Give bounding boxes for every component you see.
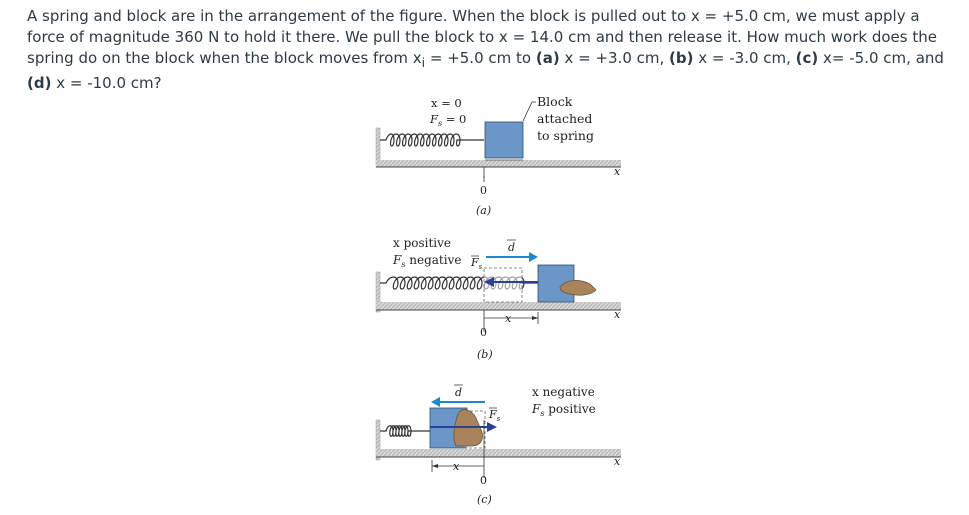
x-dim-label-b: x xyxy=(505,312,512,325)
zero-label-a: 0 xyxy=(480,184,487,197)
panel-b: x positive Fs negative Fs d x x 0 (b) xyxy=(375,236,621,361)
note-x-positive: x positive xyxy=(393,236,451,250)
floor-b xyxy=(376,302,621,310)
note-fs-positive: Fs positive xyxy=(531,402,596,418)
note-x-negative: x negative xyxy=(532,385,595,399)
floor-a xyxy=(376,160,621,167)
part-a-text: x = +3.0 cm, xyxy=(559,49,670,67)
note-fs-negative: Fs negative xyxy=(392,253,461,269)
callout-to-spring: to spring xyxy=(537,128,594,143)
caption-c: (c) xyxy=(477,493,492,506)
zero-label-b: 0 xyxy=(480,326,487,339)
force-label-c: Fs xyxy=(488,408,501,423)
spring-c xyxy=(380,425,430,437)
force-label-b: Fs xyxy=(470,256,483,271)
x-equals-zero-label: x = 0 xyxy=(431,96,462,110)
caption-b: (b) xyxy=(477,348,493,361)
spring-a xyxy=(380,133,484,147)
axis-label-c: x xyxy=(614,455,621,468)
part-a-label: (a) xyxy=(535,49,560,67)
zero-label-c: 0 xyxy=(480,474,487,487)
subscript-i: i xyxy=(421,55,426,70)
floor-c xyxy=(376,449,621,457)
problem-text-2: = +5.0 cm to xyxy=(425,49,536,67)
block-a xyxy=(484,121,524,159)
problem-statement: A spring and block are in the arrangemen… xyxy=(27,6,947,94)
hand-b xyxy=(559,280,597,296)
part-c-label: (c) xyxy=(795,49,819,67)
panel-a: x = 0 Fs = 0 Block attached to spring x … xyxy=(375,94,621,217)
ghost-block-b xyxy=(483,267,523,303)
callout-attached: attached xyxy=(537,111,592,126)
panel-c: x negative Fs positive Fs d x x 0 (c) xyxy=(375,384,621,506)
axis-label-b: x xyxy=(614,308,621,321)
callout-block: Block xyxy=(537,94,573,109)
part-c-text: x= -5.0 cm, and xyxy=(818,49,944,67)
disp-label-b: d xyxy=(508,241,515,254)
block-b xyxy=(537,264,575,303)
axis-label-a: x xyxy=(614,165,621,178)
part-b-label: (b) xyxy=(669,49,694,67)
caption-a: (a) xyxy=(476,204,491,217)
part-b-text: x = -3.0 cm, xyxy=(693,49,796,67)
part-d-text: x = -10.0 cm? xyxy=(51,74,162,92)
part-d-label: (d) xyxy=(27,74,52,92)
x-dim-label-c: x xyxy=(453,460,460,473)
problem-text-1: A spring and block are in the arrangemen… xyxy=(27,7,937,67)
disp-label-c: d xyxy=(455,386,462,399)
fs-equals-zero-label: Fs = 0 xyxy=(429,112,466,128)
